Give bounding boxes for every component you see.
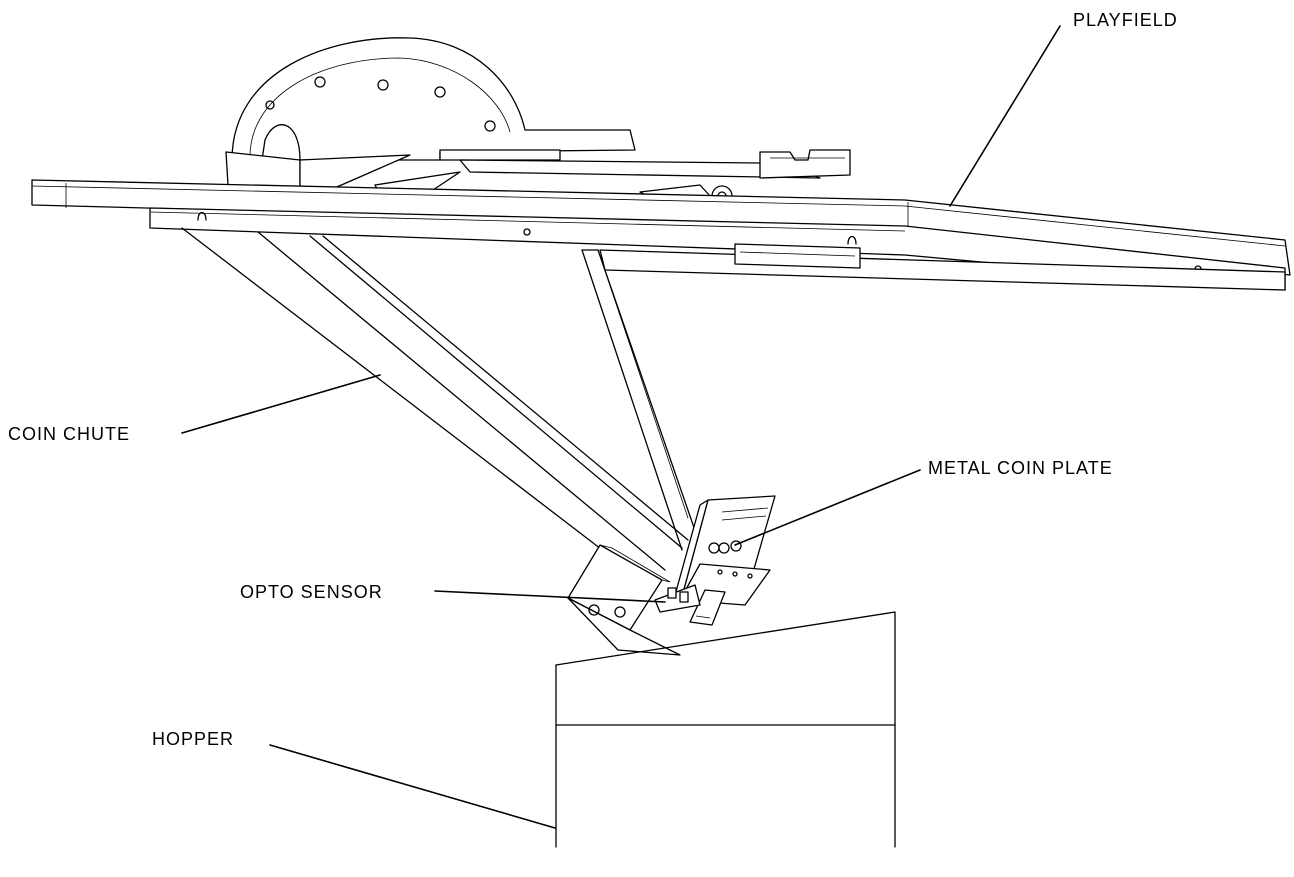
- metal-coin-plate-leader: [734, 469, 921, 546]
- opto-sensor: [567, 544, 701, 656]
- coin-ramp-arch: [231, 37, 851, 179]
- metal-coin-plate-label: METAL COIN PLATE: [928, 458, 1113, 478]
- arch-hole: [314, 76, 326, 88]
- playfield-label: PLAYFIELD: [1073, 10, 1178, 30]
- hopper-label: HOPPER: [152, 729, 234, 749]
- playfield-board: [31, 179, 1291, 291]
- opto-sensor-leader: [434, 590, 666, 603]
- arch-hole: [434, 86, 446, 98]
- coin-chute-label: COIN CHUTE: [8, 424, 130, 444]
- arch-hole: [265, 100, 275, 110]
- metal-coin-plate: [671, 495, 776, 626]
- coin-chute: [181, 227, 701, 586]
- hopper-leader: [269, 744, 556, 829]
- arch-hole: [377, 79, 389, 91]
- playfield-leader: [949, 25, 1061, 207]
- leader-lines: [181, 25, 1061, 829]
- arch-hole: [484, 120, 496, 132]
- opto-sensor-label: OPTO SENSOR: [240, 582, 383, 602]
- hopper: [555, 611, 896, 848]
- coin-chute-leader: [181, 374, 381, 434]
- playfield-assembly: [31, 37, 1291, 291]
